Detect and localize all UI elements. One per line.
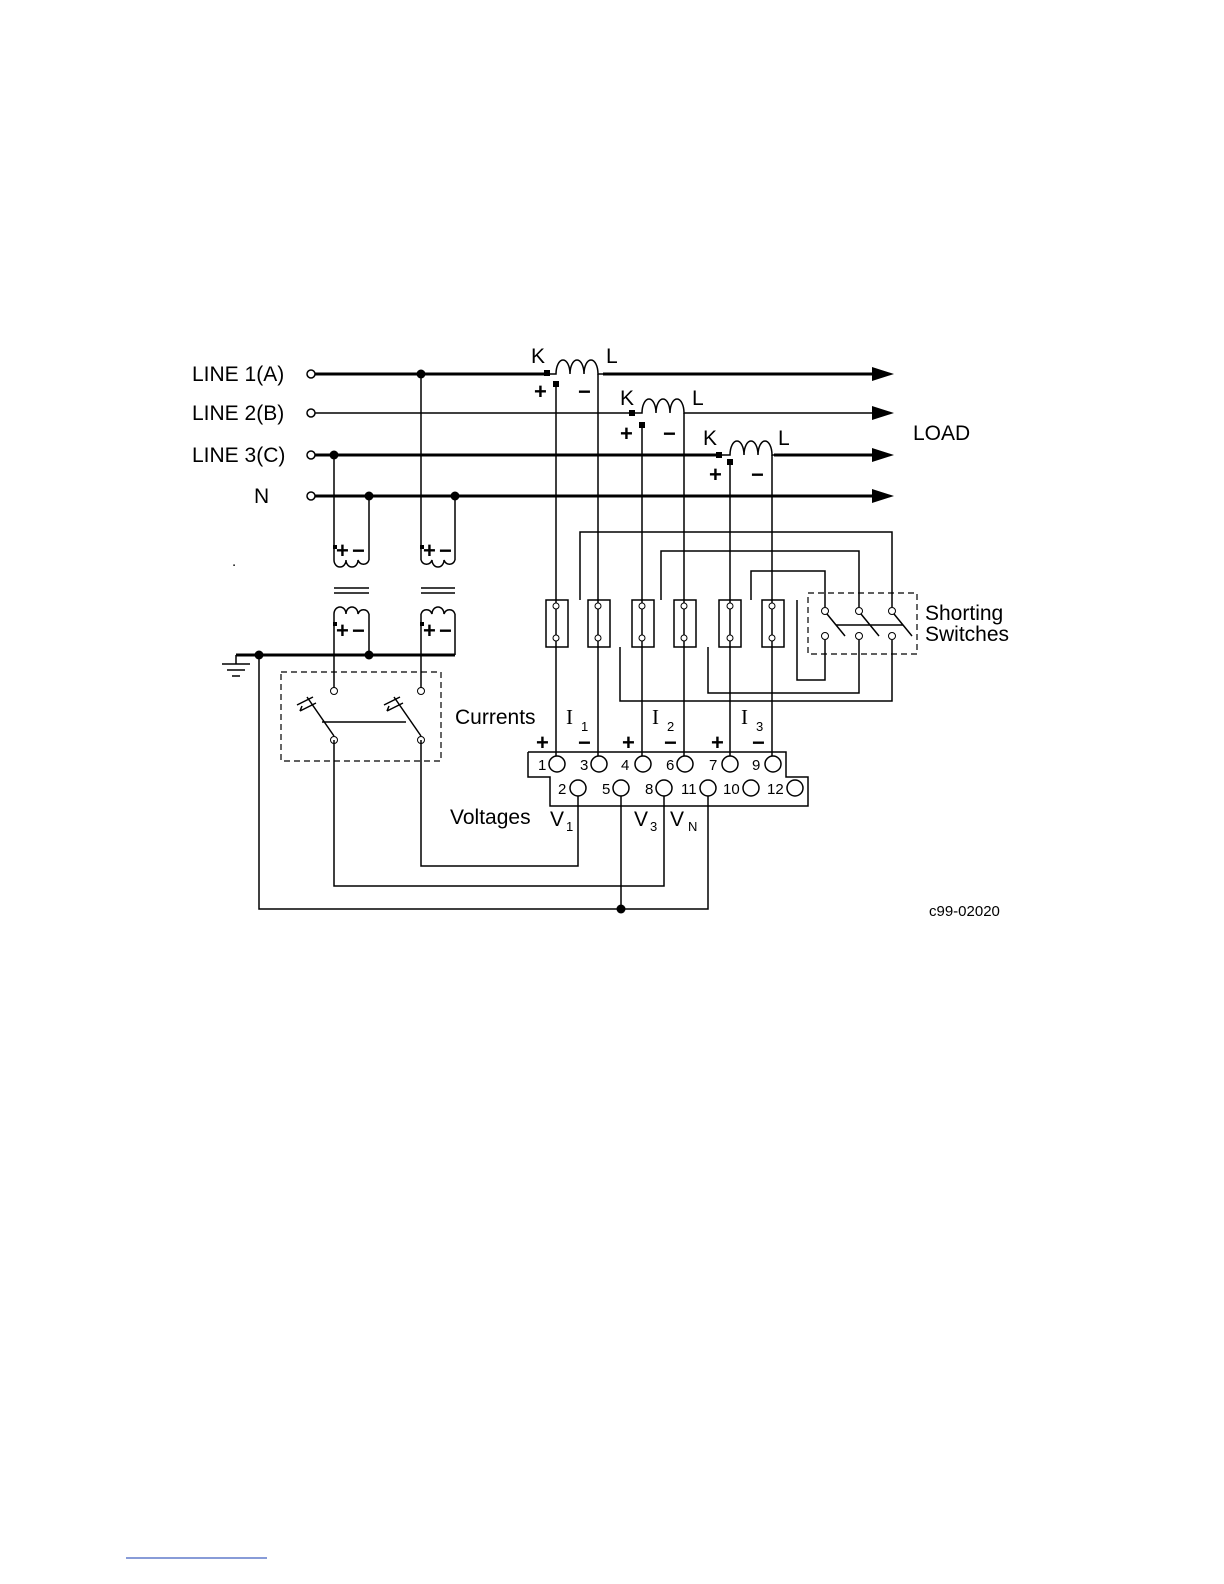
stray-mark: . [232,553,236,570]
test-switch [588,600,610,647]
line2-label: LINE 2(B) [192,402,284,425]
pt2-plus-bottom: + [423,618,436,643]
i2-sub: 2 [667,719,674,734]
shorting-switches-label-2: Switches [925,623,1009,646]
ct2-plus: + [620,421,633,446]
terminal-2-label: 2 [558,781,566,798]
vn-label: V [670,808,684,831]
line3-label: LINE 3(C) [192,444,285,467]
ct2-l-label: L [692,387,704,410]
pt1-minus-top: − [352,538,365,563]
terminal-5-label: 5 [602,781,610,798]
pt2-plus-top: + [423,538,436,563]
pt-right [420,374,455,691]
load-label: LOAD [913,422,970,445]
shorting-switches-label-1: Shorting [925,602,1003,625]
voltage-wiring [259,655,708,909]
term4-plus: + [622,730,635,755]
terminal-7-label: 7 [709,757,717,774]
vn-sub: N [688,819,697,834]
terminal-10-label: 10 [723,781,740,798]
voltages-label: Voltages [450,806,531,829]
v1-sub: 1 [566,819,573,834]
figure-id: c99-02020 [929,903,1000,920]
ct3-minus: − [751,462,764,487]
v3-sub: 3 [650,819,657,834]
terminal-4-label: 4 [621,757,629,774]
v1-label: V [550,808,564,831]
ct1-minus: − [578,379,591,404]
test-blocks [546,600,784,647]
shorting-wiring [580,532,892,701]
pt1-plus-bottom: + [336,618,349,643]
line-conductors [307,367,894,503]
ground-icon [222,664,250,676]
pt1-minus-bottom: − [352,618,365,643]
ct2-k-label: K [620,387,634,410]
pt2-minus-bottom: − [439,618,452,643]
i1-label: I [566,705,573,729]
v3-label: V [634,808,648,831]
terminal-9-label: 9 [752,757,760,774]
i3-label: I [741,705,748,729]
ct3-l-label: L [778,427,790,450]
test-switch [762,600,784,647]
ground-bus [236,655,455,664]
pt2-minus-top: − [439,538,452,563]
i1-sub: 1 [581,719,588,734]
i2-label: I [652,705,659,729]
terminal-12-label: 12 [767,781,784,798]
test-switch [674,600,696,647]
line1-label: LINE 1(A) [192,363,284,386]
term7-plus: + [711,730,724,755]
i3-sub: 3 [756,719,763,734]
currents-label: Currents [455,706,536,729]
ct3-plus: + [709,462,722,487]
neutral-label: N [254,485,269,508]
terminal-1-label: 1 [538,757,546,774]
ct-phase-1 [544,360,603,764]
terminal-8-label: 8 [645,781,653,798]
pt-fuse-box [281,672,441,761]
test-switch [632,600,654,647]
ct2-minus: − [663,421,676,446]
term1-plus: + [536,730,549,755]
ct1-l-label: L [606,345,618,368]
test-switch [546,600,568,647]
pt1-plus-top: + [336,538,349,563]
terminal-11-label: 11 [681,781,697,798]
ct3-k-label: K [703,427,717,450]
fuse-icon [297,697,403,711]
ct1-plus: + [534,379,547,404]
terminal-3-label: 3 [580,757,588,774]
ct1-k-label: K [531,345,545,368]
terminal-6-label: 6 [666,757,674,774]
